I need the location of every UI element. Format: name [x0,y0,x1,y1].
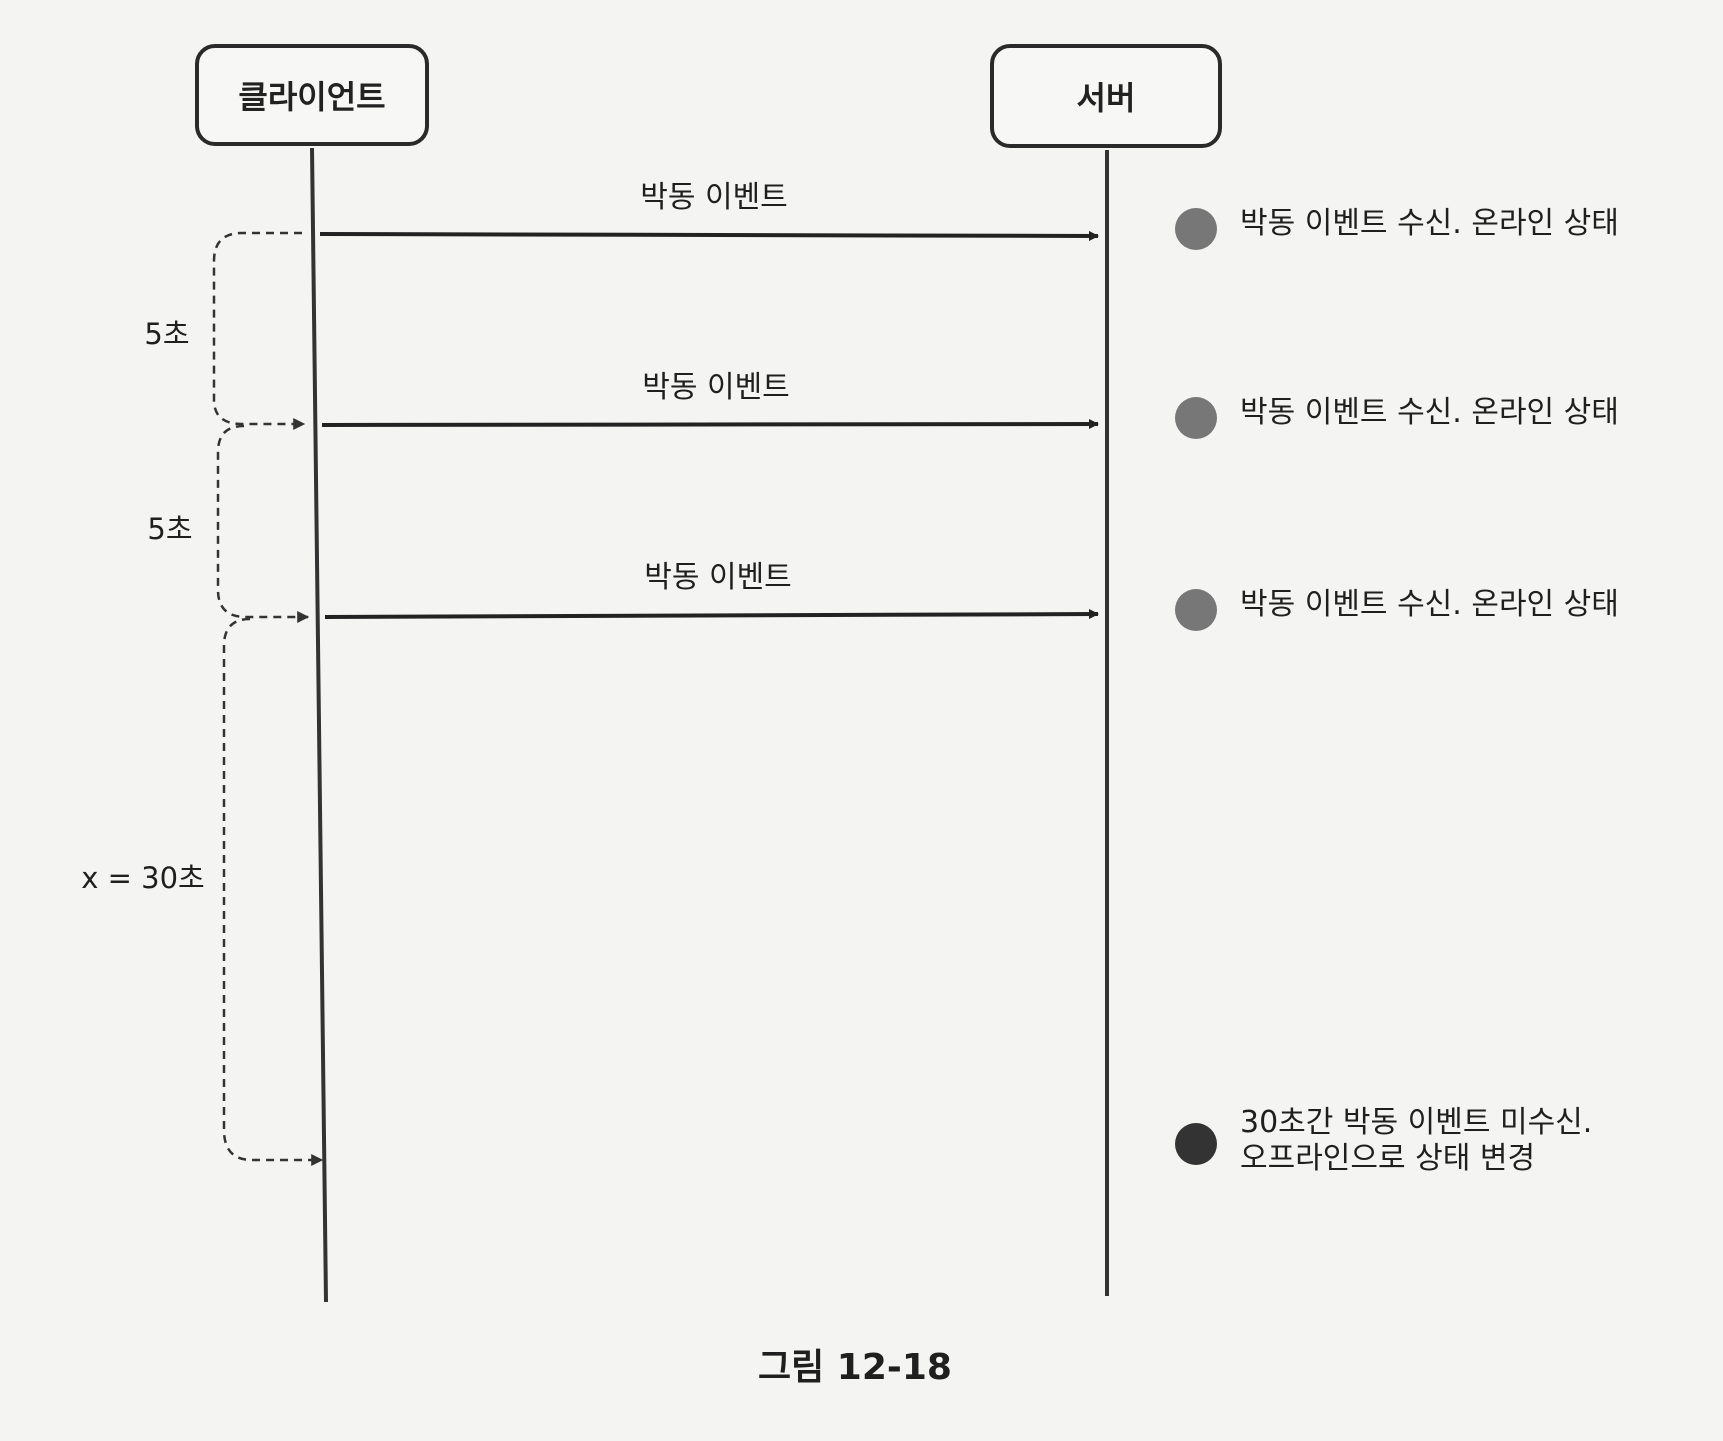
message-label: 박동 이벤트 [640,180,788,215]
message-arrow [324,609,1099,620]
client-participant-label: 클라이언트 [238,78,386,116]
interval-bracket [216,424,310,623]
figure-caption: 그림 12-18 [758,1347,952,1388]
status-dot [1175,208,1217,250]
status-text: 박동 이벤트 수신. 온라인 상태 [1240,206,1619,242]
interval-bracket [212,231,306,430]
status-line: 박동 이벤트 수신. 온라인 상태 [1240,206,1619,241]
message-label: 박동 이벤트 [642,370,790,405]
status-line: 오프라인으로 상태 변경 [1240,1141,1536,1176]
status-text: 30초간 박동 이벤트 미수신. 오프라인으로 상태 변경 [1240,1105,1592,1177]
status-dot [1175,589,1217,631]
interval-label: 5초 [144,317,190,351]
status-text: 박동 이벤트 수신. 온라인 상태 [1240,587,1619,623]
server-participant-box: 서버 [990,44,1222,148]
interval-bracket [222,617,324,1166]
message-arrow [321,419,1099,430]
status-line: 30초간 박동 이벤트 미수신. [1240,1105,1593,1140]
status-dot [1175,397,1217,439]
interval-label: 5초 [147,512,193,546]
message-arrow [319,230,1099,241]
message-label: 박동 이벤트 [644,560,792,595]
interval-label: x = 30초 [81,861,205,895]
status-line: 박동 이벤트 수신. 온라인 상태 [1240,395,1619,430]
status-line: 박동 이벤트 수신. 온라인 상태 [1240,587,1619,622]
status-text: 박동 이벤트 수신. 온라인 상태 [1240,395,1619,431]
client-lifeline [310,147,328,1303]
status-dot [1175,1123,1217,1165]
client-participant-box: 클라이언트 [195,44,429,146]
server-participant-label: 서버 [1076,79,1136,117]
